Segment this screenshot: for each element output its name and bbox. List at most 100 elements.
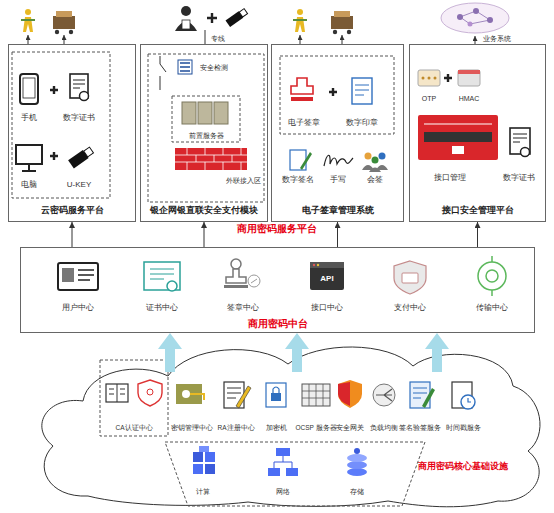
countersign-icon [379,153,386,160]
storage-icon [347,448,367,476]
stamp-icon [291,97,313,101]
user-arrow [342,35,343,44]
icon-label: 支付中心 [394,304,426,312]
middle-platform-box: 商用密码中台 [20,247,535,333]
business-system-cloud [441,3,509,33]
support-arrow [72,222,73,247]
icon-label: 电子签章 [288,119,320,127]
compute-icon [193,452,203,462]
certificate-icon [510,128,530,154]
signature-verify-icon [410,382,430,408]
ocsp-server-icon [302,384,330,406]
handwriting-symbol [324,155,353,166]
dashed-group [172,96,240,142]
machine-icon [53,11,353,34]
icon-label: 加密机 [266,425,287,432]
timestamp-icon [452,382,475,409]
machine-icon [333,30,337,34]
hmac-icon [458,70,480,86]
machine-icon [53,16,75,29]
icon-label: 接口中心 [311,304,343,312]
otp-icon [434,77,437,80]
registration-icon [224,382,244,408]
data-flow-arrow [432,349,442,372]
business-system-cloud [487,17,493,23]
api-window-icon [310,262,344,290]
icon-label: 安全网关 [336,425,364,432]
phone-icon [23,78,35,98]
api-window-icon [310,262,344,290]
storage-icon [354,448,360,454]
usb-key-icon [68,146,94,169]
support-arrow [204,222,205,247]
dashed-group [12,52,110,198]
cloud-outline [28,336,548,508]
icon-label: 网络 [276,489,290,496]
cloud-outline [42,347,540,507]
icon-label: 计算 [196,489,210,496]
bank-user-icon [175,6,197,31]
plus-symbol [207,13,217,23]
dashed-group [100,360,168,436]
hmac-icon [458,70,480,74]
key-management-icon [190,394,204,400]
otp-icon [428,77,431,80]
encryptor-icon [273,387,279,393]
key-management-icon [176,384,202,404]
payment-shield-icon [394,261,426,294]
person-icon [21,9,307,32]
bank-user-icon [181,6,191,16]
system-box: 云密码服务平台 [8,44,136,222]
key-management-icon [176,384,204,404]
icon-label: 数字证书 [503,174,535,182]
load-balancer-icon [376,389,392,401]
digital-signature-icon [290,150,306,170]
digital-signature-icon [290,150,312,170]
countersign-icon [372,157,379,164]
icon-label: 会签 [367,176,383,184]
system-box: 银企网银直联安全支付模块 [140,44,268,222]
infrastructure-cloud: 商用密码核心基础设施 [28,336,548,508]
user-arrow [300,35,301,44]
transfer-icon [486,270,498,282]
compute-icon [205,464,215,474]
plus-symbol [329,88,337,96]
registration-icon [224,382,251,408]
person-icon [295,17,305,32]
certificate-icon [73,80,85,88]
icon-label: 传输中心 [476,304,508,312]
certificate-icon [70,74,530,157]
inspection-icon [178,60,192,74]
plus-symbol [444,74,452,82]
ca-shield-icon [147,389,153,395]
registration-icon [236,386,251,408]
data-flow-arrow [165,349,175,372]
node-title: 云密码服务平台 [9,206,135,216]
icon-label: 安全检测 [200,64,228,71]
user-arrow [28,35,29,44]
firewall-icon [175,148,247,170]
computer-icon [16,145,42,171]
security-gateway-icon [338,382,350,406]
signature-verify-icon [422,388,435,408]
business-system-cloud [460,11,490,24]
compute-icon [199,446,209,452]
plus-symbol [50,152,58,160]
key-management-icon [182,390,190,398]
machine-icon [53,11,75,34]
ocsp-server-icon [302,384,330,406]
compute-icon [205,452,215,462]
certificate-icon [513,134,527,142]
node-title: 商用密码服务平台 [6,223,548,234]
certificate-scroll-icon [167,281,177,291]
leased-line [205,30,206,44]
icon-label: 数字印章 [346,119,378,127]
payment-shield-icon [394,261,426,294]
user-card-icon [62,268,74,282]
countersign-icon [365,153,372,160]
dashed-group [148,54,264,202]
inspection-icon [180,63,190,71]
icon-label: API [320,275,333,283]
machine-icon [331,11,353,34]
